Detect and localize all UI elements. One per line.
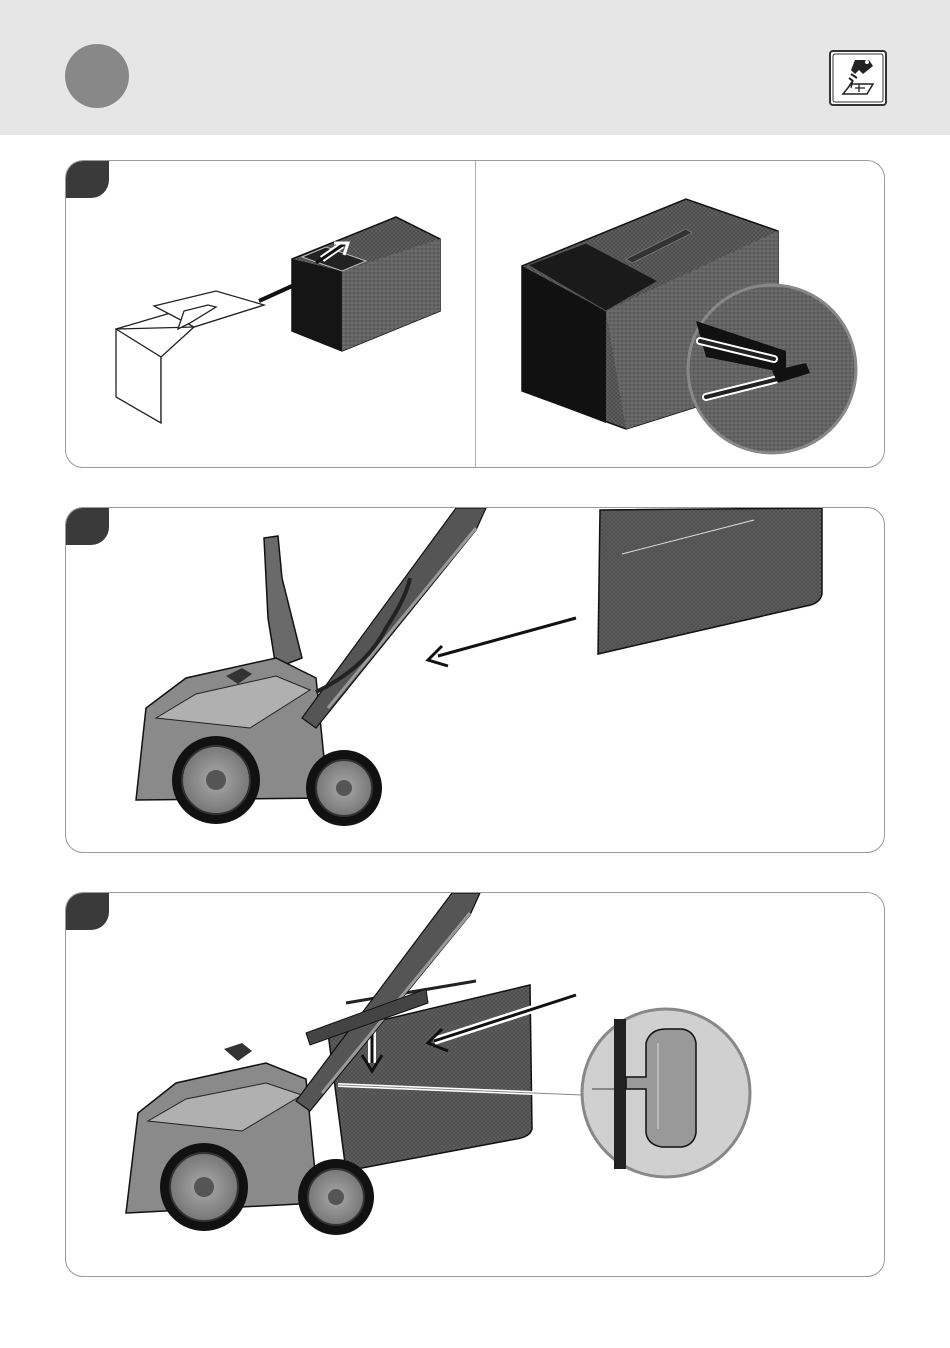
panel-2 <box>65 507 885 853</box>
panel-1 <box>65 160 885 468</box>
read-manual-icon <box>829 50 887 106</box>
bag-frame <box>116 291 264 423</box>
grass-bag-attached <box>328 985 532 1171</box>
magnified-detail <box>688 285 856 453</box>
mower-bag-illustration <box>66 508 885 853</box>
mower-hook-illustration <box>66 893 885 1277</box>
lawn-mower <box>136 508 486 826</box>
grass-bag-box <box>292 217 440 351</box>
panel-3 <box>65 892 885 1277</box>
step-circle <box>65 44 129 108</box>
bag-assembly-illustration <box>66 161 885 468</box>
magnified-hook <box>582 1009 750 1177</box>
grass-bag-panel <box>598 508 822 654</box>
page-header <box>0 0 950 135</box>
